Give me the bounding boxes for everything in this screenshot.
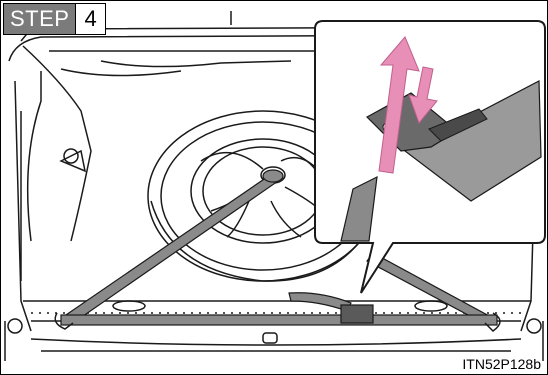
step-badge: STEP 4 [3,3,106,35]
step-number: 4 [75,4,104,34]
step-label: STEP [4,4,75,34]
figure-id: ITN52P128b [462,356,541,372]
